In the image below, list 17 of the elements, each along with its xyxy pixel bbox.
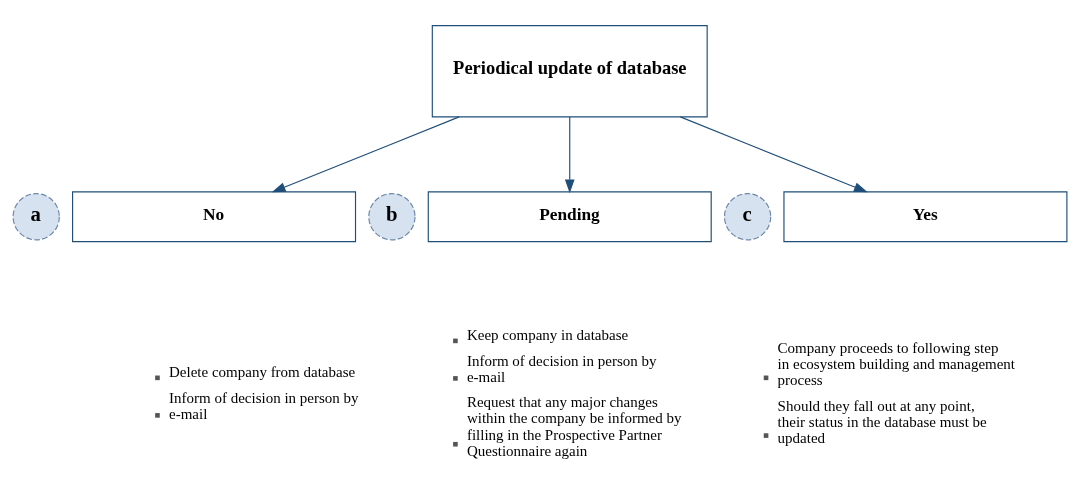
node-box: Periodical update of database: [431, 24, 708, 117]
node-box: No: [72, 190, 357, 242]
node-label: Should they fall out at any point, their status in the database must be updated: [777, 397, 987, 446]
node-label: Inform of decision in person by e-mail: [169, 389, 359, 422]
node-box: Pending: [427, 190, 712, 242]
arrow: [564, 115, 575, 193]
node-label: Request that any major changes within the company be informed by filling in the Prospective Partner Questionnaire again: [466, 393, 682, 459]
node-box: Yes: [783, 190, 1068, 242]
arrow: [679, 115, 868, 192]
node-circle: b: [368, 192, 416, 240]
node-label: Inform of decision in person by e-mail: [466, 352, 657, 385]
node-circle: a: [12, 192, 60, 240]
node-circle: c: [723, 192, 772, 240]
node-label: Keep company in database: [466, 326, 629, 343]
arrow: [271, 115, 460, 192]
node-label: Company proceeds to following step in ecosystem building and management process: [777, 339, 1016, 388]
node-label: Delete company from database: [169, 363, 356, 380]
